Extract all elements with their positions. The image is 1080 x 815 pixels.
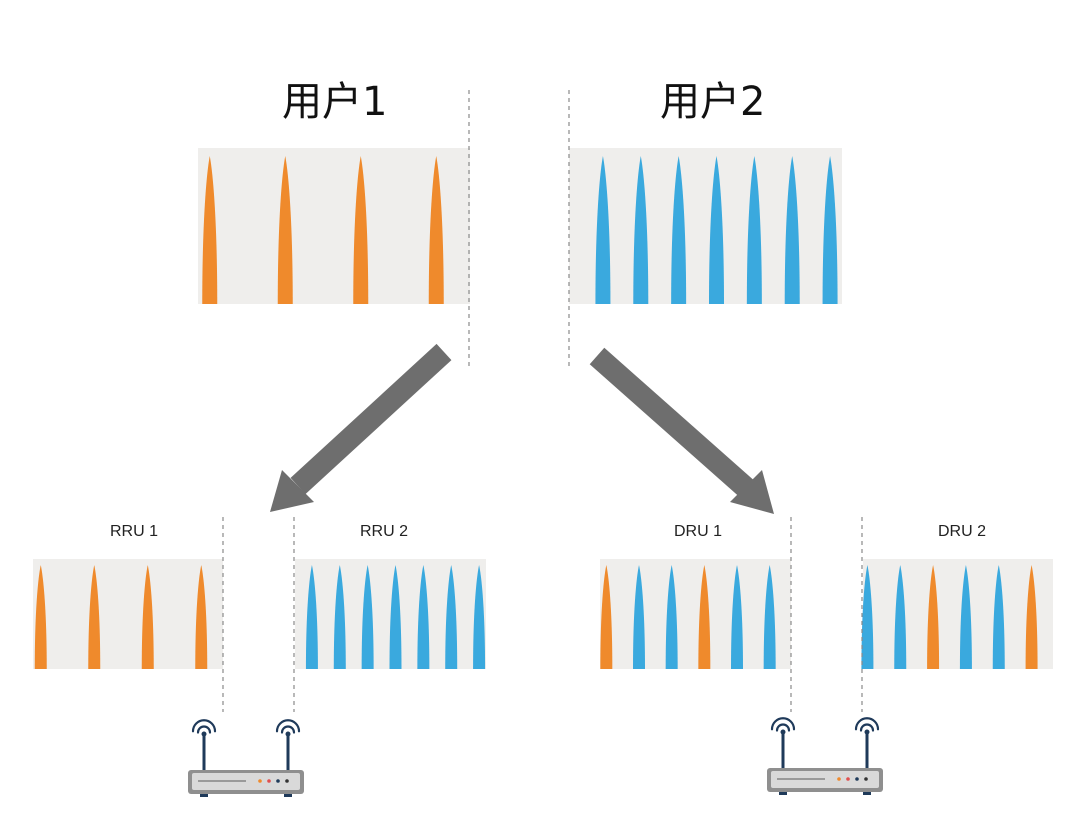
rru-1-spectrum-panel xyxy=(33,559,223,669)
rru-2-peak-7 xyxy=(473,565,486,669)
dru-2-peak-6 xyxy=(1025,565,1038,669)
user-2-spectrum-panel xyxy=(569,148,842,304)
dru-2-peak-3 xyxy=(927,565,940,669)
router-foot-right xyxy=(863,792,871,795)
user-2-peak-3 xyxy=(671,156,687,304)
dru-2-spectrum-panel xyxy=(861,559,1053,669)
dru-1-peak-1 xyxy=(600,565,613,669)
user-1-peak-3 xyxy=(353,156,369,304)
router-foot-left xyxy=(779,792,787,795)
rru-2-peak-3 xyxy=(361,565,374,669)
dru-2-peak-4 xyxy=(959,565,972,669)
router-led-1 xyxy=(837,777,841,781)
dru-1-comb xyxy=(600,565,776,669)
user-1-spectrum-panel xyxy=(198,148,470,304)
router-foot-right xyxy=(284,794,292,797)
router-right-icon xyxy=(767,717,883,795)
dru-2-peak-2 xyxy=(894,565,907,669)
rru-2-peak-4 xyxy=(389,565,402,669)
rru-2-label: RRU 2 xyxy=(359,523,408,540)
router-led-4 xyxy=(285,779,289,783)
arrow-to-dru xyxy=(589,347,774,514)
dru-2-peak-1 xyxy=(861,565,874,669)
antenna-tip-2 xyxy=(285,731,291,737)
dru-1-spectrum-panel xyxy=(600,559,791,669)
dru-1-label: DRU 1 xyxy=(673,523,722,540)
arrow-to-rru xyxy=(270,343,452,512)
antenna-tip-1 xyxy=(780,729,786,735)
rru-2-peak-2 xyxy=(333,565,346,669)
router-foot-left xyxy=(200,794,208,797)
rru-1-panel-bg xyxy=(33,559,223,669)
rru-2-spectrum-panel xyxy=(295,559,486,669)
router-led-1 xyxy=(258,779,262,783)
dru-2-panel-bg xyxy=(863,559,1053,669)
dru-2-comb xyxy=(861,565,1038,669)
dru-1-peak-2 xyxy=(633,565,645,669)
rru-2-peak-1 xyxy=(305,565,318,669)
wifi-arc-2-1 xyxy=(280,725,296,734)
user-1-peak-2 xyxy=(277,156,293,304)
user-2-peak-1 xyxy=(595,156,611,304)
wifi-arc-2-2 xyxy=(275,719,301,733)
rru-1-comb xyxy=(34,565,208,669)
rru-1-peak-4 xyxy=(195,565,208,669)
rru-1-label: RRU 1 xyxy=(109,523,158,540)
user-1-comb xyxy=(202,156,444,304)
antenna-tip-2 xyxy=(864,729,870,735)
dru-1-peak-5 xyxy=(731,565,743,669)
dru-2-label: DRU 2 xyxy=(937,523,986,540)
router-led-3 xyxy=(855,777,859,781)
antenna-tip-1 xyxy=(201,731,207,737)
router-left-icon xyxy=(188,719,304,797)
user-1-title: 用户1 xyxy=(282,79,388,125)
rru-1-peak-2 xyxy=(88,565,101,669)
user-2-peak-7 xyxy=(822,156,838,304)
wifi-arc-1-1 xyxy=(775,723,791,732)
router-led-3 xyxy=(276,779,280,783)
user-2-title: 用户2 xyxy=(660,79,766,125)
wifi-arc-1-1 xyxy=(196,725,212,734)
dru-1-peak-6 xyxy=(763,565,776,669)
wifi-arc-1-2 xyxy=(191,719,217,733)
dru-1-peak-3 xyxy=(665,565,678,669)
user-2-peak-2 xyxy=(633,156,649,304)
user-2-peak-5 xyxy=(746,156,762,304)
user-2-peak-6 xyxy=(784,156,800,304)
dru-2-peak-5 xyxy=(992,565,1005,669)
rru-1-peak-1 xyxy=(34,565,47,669)
wifi-arc-1-2 xyxy=(770,717,796,731)
router-led-4 xyxy=(864,777,868,781)
router-led-2 xyxy=(846,777,850,781)
router-led-2 xyxy=(267,779,271,783)
wifi-arc-2-2 xyxy=(854,717,880,731)
wifi-arc-2-1 xyxy=(859,723,875,732)
user-1-panel-bg xyxy=(198,148,470,304)
dru-1-peak-4 xyxy=(698,565,711,669)
rru-1-peak-3 xyxy=(141,565,154,669)
user-1-peak-4 xyxy=(428,156,444,304)
rru-2-peak-6 xyxy=(445,565,458,669)
user-1-peak-1 xyxy=(202,156,218,304)
dru-1-panel-bg xyxy=(600,559,791,669)
rru-2-comb xyxy=(305,565,486,669)
user-2-comb xyxy=(595,156,838,304)
rru-2-peak-5 xyxy=(417,565,430,669)
user-2-peak-4 xyxy=(709,156,724,304)
